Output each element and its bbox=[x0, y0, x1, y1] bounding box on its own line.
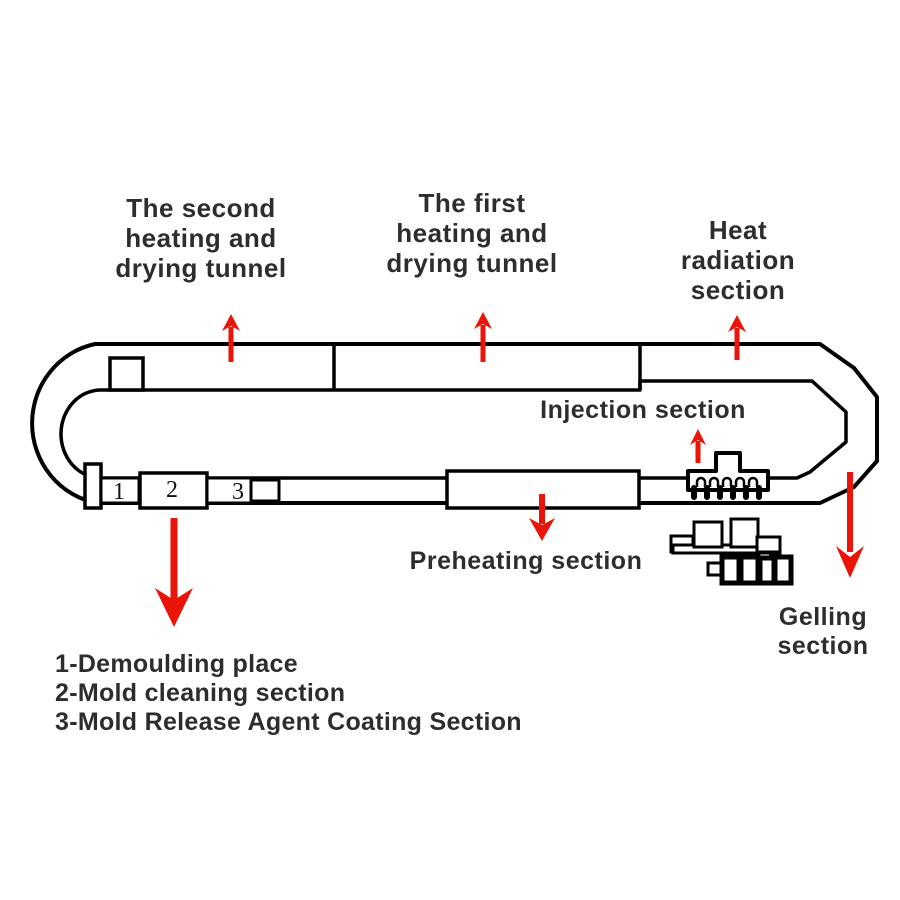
mold-carrier-icon bbox=[669, 517, 782, 555]
first-tunnel-label: The first heating and drying tunnel bbox=[386, 188, 558, 278]
tunnel-inlet-block bbox=[108, 356, 145, 392]
second-tunnel-up-arrow-icon bbox=[222, 314, 240, 362]
legend-item-release-agent: 3-Mold Release Agent Coating Section bbox=[55, 708, 522, 736]
demoulding-down-arrow-icon bbox=[155, 518, 193, 627]
mold-row-icon bbox=[706, 553, 794, 586]
station-3b-box bbox=[249, 478, 281, 503]
legend-item-demoulding: 1-Demoulding place bbox=[55, 650, 298, 678]
preheating-down-arrow-icon bbox=[529, 494, 555, 541]
injection-up-arrow-icon bbox=[690, 429, 706, 463]
legend-item-mold-cleaning: 2-Mold cleaning section bbox=[55, 679, 346, 707]
station-1-number: 1 bbox=[113, 479, 125, 505]
heat-radiation-up-arrow-icon bbox=[728, 315, 746, 360]
inner-loop-outline bbox=[59, 379, 848, 480]
station-2-box bbox=[138, 471, 209, 510]
heat-radiation-label: Heat radiation section bbox=[680, 215, 796, 305]
station-3-number: 3 bbox=[232, 479, 244, 505]
first-tunnel-up-arrow-icon bbox=[474, 312, 492, 362]
gelling-section-label: Gelling section bbox=[777, 603, 869, 660]
station-2-number: 2 bbox=[166, 477, 178, 503]
injection-section-label: Injection section bbox=[540, 396, 746, 424]
station-3-box bbox=[205, 476, 253, 505]
injection-mold-icon bbox=[686, 451, 770, 500]
corner-junction-block bbox=[83, 462, 103, 510]
gelling-down-arrow-icon bbox=[836, 472, 864, 578]
second-tunnel-label: The second heating and drying tunnel bbox=[115, 193, 287, 283]
station-1-box bbox=[99, 476, 141, 505]
preheating-section-label: Preheating section bbox=[409, 547, 643, 575]
legend: 1-Demoulding place 2-Mold cleaning secti… bbox=[55, 650, 522, 737]
